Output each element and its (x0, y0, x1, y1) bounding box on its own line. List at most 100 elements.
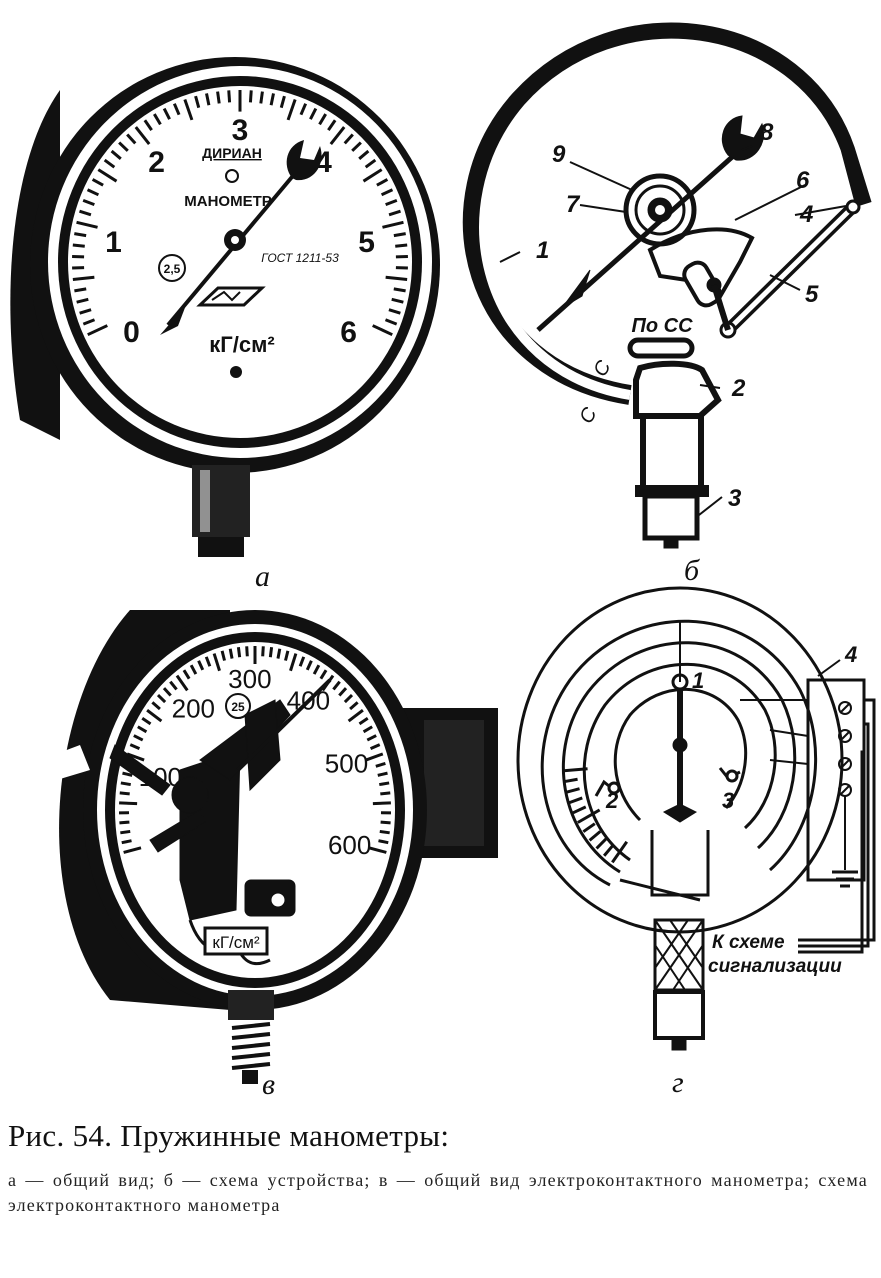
scale-tick (577, 808, 601, 824)
scale-tick (369, 743, 381, 750)
scale-label: 2 (148, 146, 165, 179)
scale-tick (120, 781, 131, 787)
scale-tick (205, 93, 211, 106)
scale-tick (156, 693, 167, 704)
panel-v: 100200300400500600 25 кГ/см² (40, 610, 498, 1095)
scale-tick (126, 133, 137, 145)
gauge-g-pointer (662, 673, 698, 823)
scale-tick (298, 656, 306, 667)
ground-icon (832, 870, 858, 888)
gauge-a-device-name: МАНОМЕТР (184, 193, 272, 210)
scale-tick (372, 801, 391, 806)
gauge-a-pointer (160, 140, 322, 335)
scale-tick (327, 119, 337, 131)
svg-text:25: 25 (231, 700, 245, 714)
scale-tick (358, 717, 369, 726)
scale-tick (382, 220, 404, 229)
panel-a-letter: а (255, 560, 270, 593)
gauge-a-standard: ГОСТ 1211-53 (261, 251, 339, 265)
scale-tick (121, 839, 132, 845)
scale-tick (347, 708, 364, 723)
gauge-a-dial (68, 86, 412, 438)
scale-tick (565, 787, 580, 794)
scale-tick (376, 178, 389, 187)
callout-8: 8 (760, 119, 774, 146)
scale-label: 5 (358, 226, 375, 259)
scale-tick (368, 846, 387, 854)
callout-6: 6 (796, 167, 810, 194)
scale-label: 200 (172, 693, 215, 723)
scale-tick (349, 701, 359, 711)
scale-tick (197, 660, 205, 671)
scale-tick (129, 743, 141, 750)
scale-tick (118, 141, 129, 152)
scale-tick (582, 822, 596, 833)
scale-tick (212, 653, 221, 672)
scale-tick (122, 771, 133, 777)
scale-tick (87, 324, 108, 337)
scale-tick (391, 297, 404, 304)
scale-tick (103, 158, 116, 169)
signal-label-line1: К схеме (712, 932, 785, 953)
scale-tick (568, 796, 583, 805)
scale-tick (380, 188, 394, 197)
thread-fitting (642, 493, 700, 541)
callout-3: 3 (728, 485, 742, 512)
scale-tick (385, 198, 398, 207)
callout-9: 9 (552, 141, 566, 168)
scale-tick (318, 113, 327, 126)
scale-tick (169, 680, 178, 691)
callout-2: 2 (731, 375, 746, 402)
scale-tick (259, 91, 264, 104)
scale-tick (194, 95, 201, 109)
scale-tick (74, 287, 87, 293)
scale-tick (72, 275, 95, 281)
scale-tick (393, 287, 406, 293)
caption-text: а — общий вид; б — схема устройства; в —… (8, 1170, 868, 1215)
callout-1: 1 (692, 668, 704, 693)
section-mark-1: С (575, 404, 602, 428)
scale-tick (384, 318, 398, 326)
gauge-a-logo (196, 286, 266, 307)
scale-tick (276, 648, 282, 659)
scale-tick (134, 126, 151, 145)
scale-tick (126, 752, 145, 762)
scale-tick (338, 687, 348, 697)
gauge-v-scale-labels: 100200300400500600 (139, 664, 372, 860)
scale-tick (379, 829, 390, 835)
callout-2: 2 (605, 788, 619, 813)
scale-tick (375, 761, 386, 768)
scale-tick (72, 243, 85, 248)
scale-tick (182, 669, 191, 680)
scale-tick (189, 664, 198, 675)
scale-tick (332, 680, 341, 691)
scale-tick (305, 660, 313, 671)
panel-g-letter: г (672, 1066, 684, 1095)
scale-tick (79, 209, 92, 217)
section-label: По СС (631, 315, 693, 337)
scale-tick (79, 308, 92, 315)
scale-tick (245, 646, 249, 657)
scale-tick (388, 308, 401, 315)
gauge-g-scale (562, 767, 629, 864)
scale-tick (97, 168, 118, 183)
scale-tick (351, 141, 362, 152)
panel-b-letter: б (684, 554, 700, 587)
panel-v-letter: в (262, 1068, 275, 1095)
scale-tick (289, 653, 298, 672)
scale-tick (343, 133, 354, 145)
scale-tick (286, 99, 297, 121)
gauge-b-pointer (536, 115, 764, 332)
scale-tick (82, 198, 95, 207)
scale-tick (284, 650, 290, 661)
scale-tick (162, 687, 172, 697)
scale-tick (119, 791, 130, 796)
scale-tick (120, 829, 131, 835)
scale-label: 1 (105, 226, 122, 259)
callout-1: 1 (536, 237, 549, 264)
scale-tick (137, 725, 148, 734)
scale-tick (379, 781, 390, 787)
